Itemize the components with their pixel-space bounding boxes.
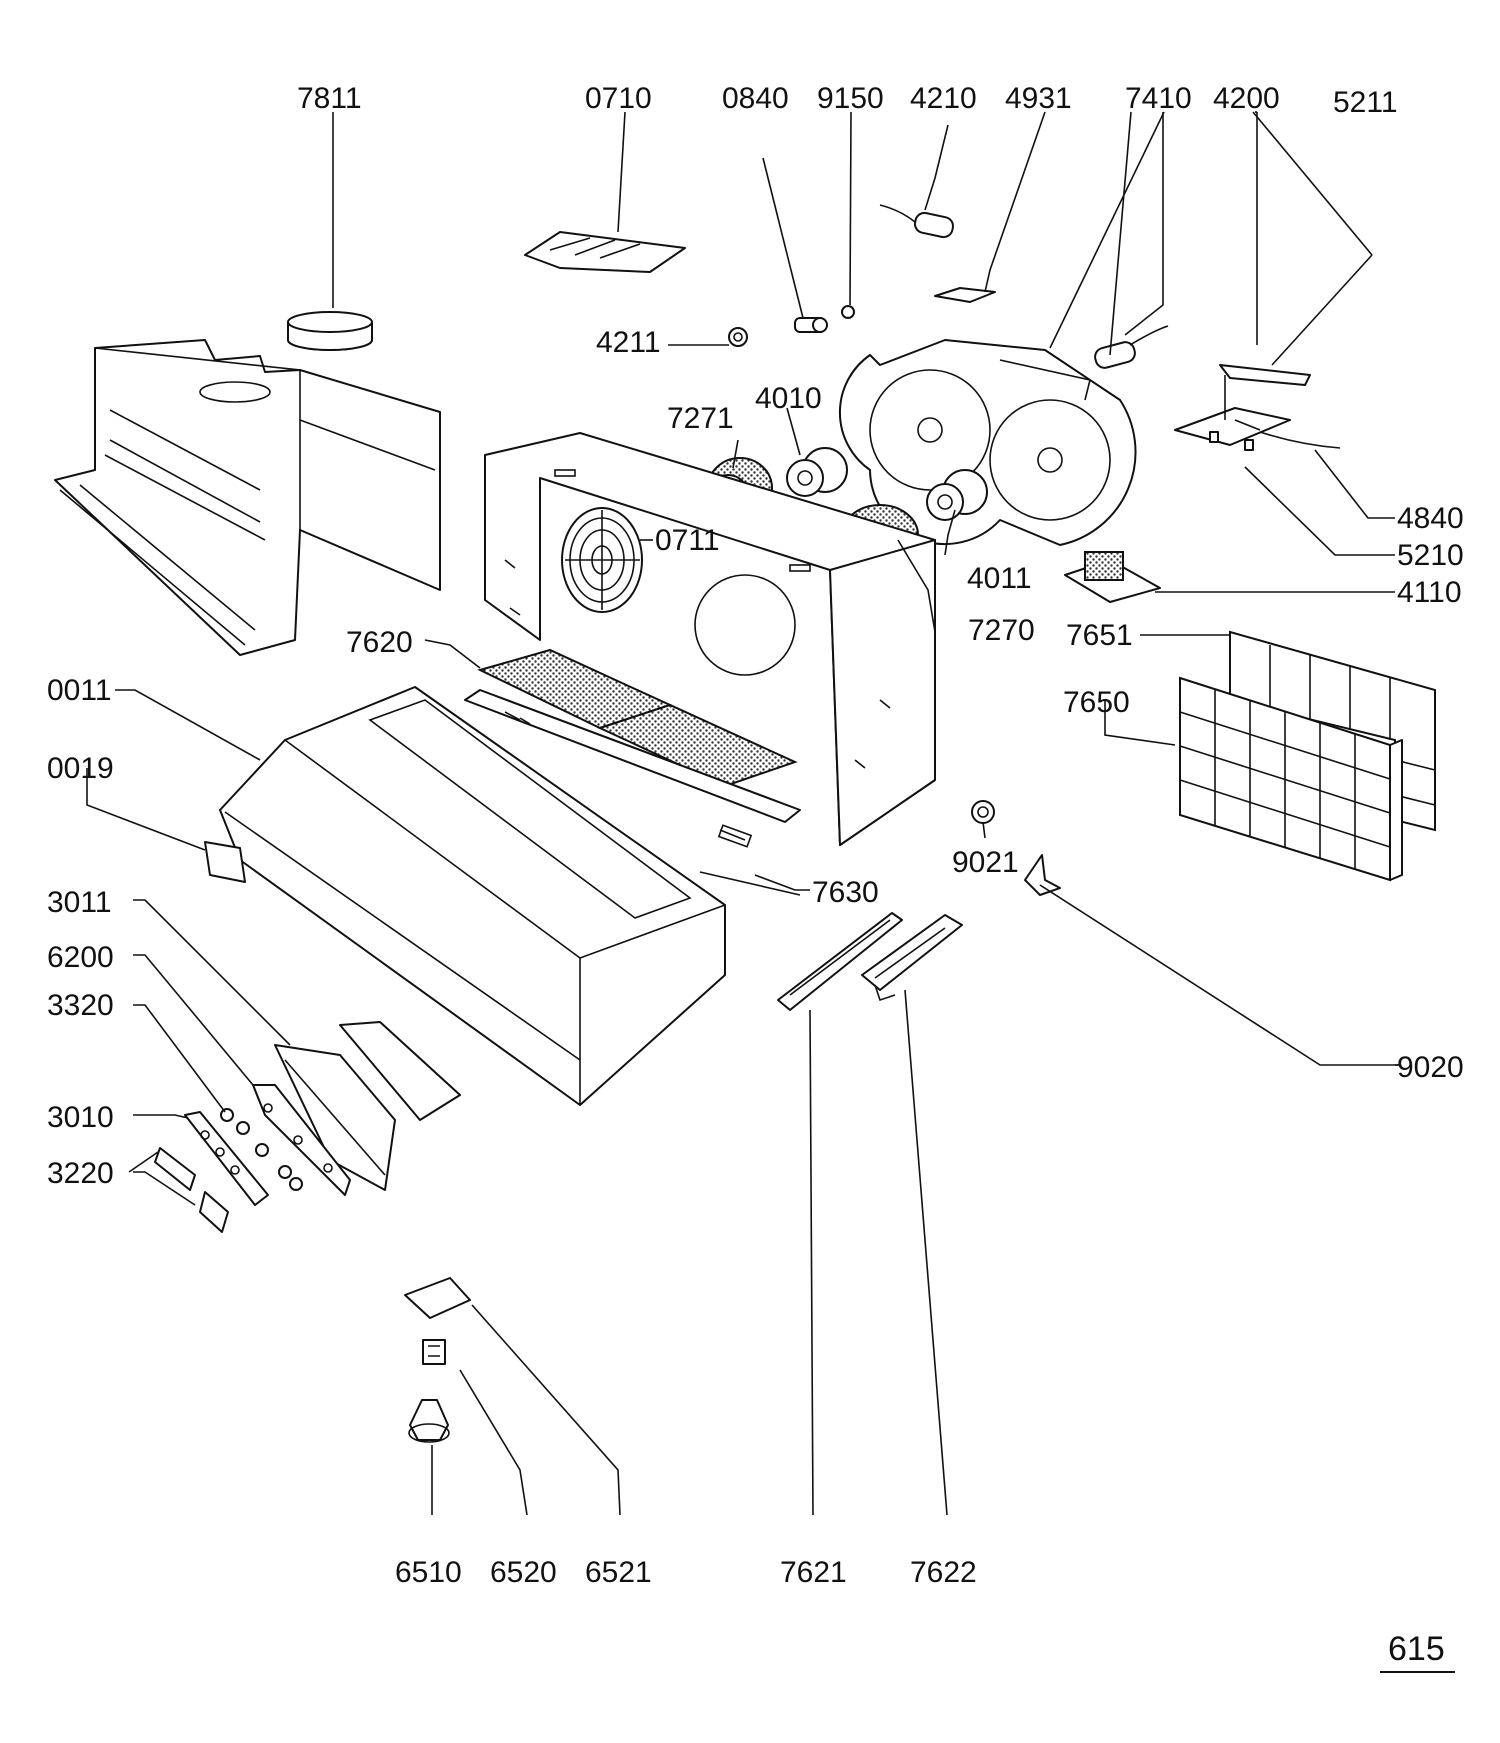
label-0710: 0710	[585, 82, 652, 115]
part-0019-badge	[204, 841, 246, 883]
part-6521-lamp-cover	[404, 1277, 471, 1319]
label-7651: 7651	[1066, 619, 1133, 652]
part-3220-buttons	[154, 1147, 229, 1233]
part-back-panel	[484, 432, 936, 846]
label-5211: 5211	[1333, 86, 1398, 119]
label-4210: 4210	[910, 82, 977, 115]
part-6510-bulb	[408, 1399, 450, 1443]
part-4010-motor	[786, 447, 848, 497]
part-0710-grille	[524, 231, 686, 273]
label-0019: 0019	[47, 752, 114, 785]
label-3010: 3010	[47, 1101, 114, 1134]
part-4931-clip	[934, 287, 996, 303]
part-6520-lamp-holder	[422, 1339, 446, 1365]
part-0711-fan	[561, 507, 643, 613]
label-7270: 7270	[968, 614, 1035, 647]
part-4210-capacitor	[879, 204, 954, 239]
part-5210-control-board	[1174, 364, 1341, 451]
label-4200: 4200	[1213, 82, 1280, 115]
label-4840: 4840	[1397, 502, 1464, 535]
label-7620: 7620	[346, 626, 413, 659]
label-4011: 4011	[967, 562, 1032, 595]
part-upper-housing	[54, 339, 441, 656]
part-7622-light-cover	[861, 914, 963, 1002]
part-0011-hood-body	[219, 686, 726, 1106]
label-0011: 0011	[47, 674, 112, 707]
leader-lines	[86, 111, 1400, 1516]
label-7630: 7630	[812, 876, 879, 909]
label-7811: 7811	[297, 82, 362, 115]
label-7271: 7271	[667, 402, 734, 435]
page-number-text: 615	[1388, 1630, 1445, 1668]
label-3320: 3320	[47, 989, 114, 1022]
label-6520: 6520	[490, 1556, 557, 1589]
part-control-board	[339, 1021, 461, 1121]
label-7410: 7410	[1125, 82, 1192, 115]
part-3010-switch-bar	[184, 1111, 269, 1206]
part-7650-carbon-filter	[1179, 676, 1403, 882]
part-4110-transformer	[1064, 551, 1161, 603]
label-9021: 9021	[952, 846, 1019, 879]
part-labels: 7811 0710 0840 9150 4210 4931 7410 4200 …	[47, 82, 1464, 1589]
label-0840: 0840	[722, 82, 789, 115]
label-7650: 7650	[1063, 686, 1130, 719]
part-9021-knob	[971, 800, 995, 824]
label-9150: 9150	[817, 82, 884, 115]
label-7622: 7622	[910, 1556, 977, 1589]
label-6200: 6200	[47, 941, 114, 974]
label-0711: 0711	[655, 524, 720, 557]
part-7811-flange-ring	[287, 311, 373, 351]
part-7630-strip	[699, 871, 801, 896]
part-6200-switch-plate	[252, 1084, 351, 1196]
part-7620-grease-filter	[464, 648, 801, 848]
part-3320-knobs	[220, 1108, 303, 1191]
part-0840-plug	[794, 317, 828, 333]
part-4211-bushing	[728, 327, 748, 347]
label-5210: 5210	[1397, 539, 1464, 572]
page-number: 615	[1380, 1630, 1455, 1673]
part-4200-capacitor	[1094, 325, 1169, 369]
label-4110: 4110	[1397, 576, 1462, 609]
label-6521: 6521	[585, 1556, 652, 1589]
part-9150-nut	[841, 305, 855, 319]
label-9020: 9020	[1397, 1051, 1464, 1084]
label-4211: 4211	[596, 326, 661, 359]
part-9020-bracket	[1024, 854, 1061, 896]
label-6510: 6510	[395, 1556, 462, 1589]
label-3011: 3011	[47, 886, 112, 919]
label-4931: 4931	[1005, 82, 1072, 115]
part-3011-control-cover	[274, 1044, 396, 1191]
part-7621-light-strip	[777, 912, 903, 1011]
label-3220: 3220	[47, 1157, 114, 1190]
label-7621: 7621	[780, 1556, 847, 1589]
label-4010: 4010	[755, 382, 822, 415]
